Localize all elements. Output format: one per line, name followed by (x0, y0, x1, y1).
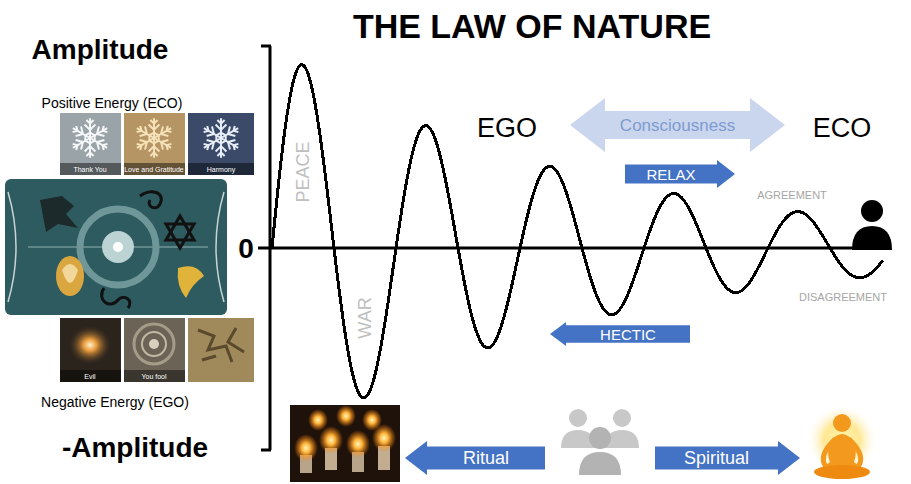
people-group-icon (561, 409, 639, 475)
wave-label: PEACE (294, 141, 312, 202)
people-group-icon-part (589, 427, 611, 449)
person-icon (852, 200, 892, 250)
image-caption: Thank You (73, 166, 106, 173)
axes (258, 46, 882, 450)
wave-label: DISAGREEMENT (799, 292, 887, 303)
person-icon-part (861, 200, 883, 222)
arrow-box: Spiritual (655, 441, 800, 475)
arrow-box: RELAX (625, 160, 735, 188)
candles-photo-part (294, 434, 318, 462)
religion-symbols-panel-part (166, 216, 194, 240)
water-crystal-negative-part (124, 318, 185, 382)
religion-symbols-panel-part (102, 231, 134, 263)
arrow-text: Spiritual (684, 449, 749, 467)
wave-label: AGREEMENT (757, 190, 827, 201)
religion-symbols-panel (5, 179, 227, 315)
water-crystal-positive-part (124, 163, 185, 175)
arrow-text: Ritual (463, 449, 509, 467)
water-crystal-positive (60, 113, 254, 175)
panel-heading: Negative Energy (EGO) (41, 395, 189, 409)
candles-photo-part (308, 409, 328, 431)
arrow-outline (550, 322, 690, 346)
state-label: EGO (477, 115, 537, 142)
axes-part (261, 449, 271, 452)
axis-label: 0 (238, 235, 254, 263)
arrow-text: Consciousness (620, 117, 735, 134)
arrow-box: Consciousness (570, 98, 785, 152)
candles-photo-part (290, 405, 400, 482)
arrow-outline (570, 98, 785, 152)
meditation-figure-part (833, 414, 851, 432)
state-label: ECO (813, 115, 872, 142)
water-crystal-positive-part (201, 118, 241, 158)
panel-heading: Positive Energy (ECO) (42, 96, 183, 110)
water-crystal-positive-part (188, 163, 254, 175)
candles-photo-part (336, 405, 356, 427)
water-crystal-negative-part (198, 328, 244, 362)
religion-symbols-panel-part (102, 288, 130, 308)
meditation-figure-part (850, 440, 861, 467)
meditation-figure-part (822, 434, 862, 468)
people-group-icon-part (579, 452, 621, 475)
religion-symbols-panel-part (5, 179, 227, 315)
water-crystal-positive-part (60, 113, 121, 175)
arrow-box: HECTIC (550, 322, 690, 346)
water-crystal-positive-part (70, 118, 110, 158)
water-crystal-negative-part (142, 332, 166, 356)
candles-photo-part (319, 426, 343, 454)
arrow-outline (405, 441, 545, 475)
candles-photo-part (346, 430, 370, 458)
water-crystal-negative-part (124, 370, 185, 382)
water-crystal-negative-part (60, 370, 121, 382)
image-caption: Evil (84, 373, 95, 380)
arrow-text: HECTIC (600, 327, 656, 342)
diagram-title: THE LAW OF NATURE (353, 9, 711, 43)
water-crystal-positive-part (188, 113, 254, 175)
water-crystal-negative-part (60, 318, 121, 382)
religion-symbols-panel-part (216, 192, 224, 302)
religion-symbols-panel-part (80, 209, 156, 285)
religion-symbols-panel-part (56, 256, 84, 296)
religion-symbols-panel-part (62, 264, 78, 283)
water-crystal-negative (60, 318, 254, 382)
water-crystal-negative-part (188, 318, 254, 382)
meditation-figure-part (823, 440, 834, 467)
axis-label: Amplitude (32, 36, 169, 64)
religion-symbols-panel-part (8, 192, 16, 302)
religion-symbols-panel-part (178, 266, 204, 298)
religion-symbols-panel-part (113, 242, 123, 252)
water-crystal-negative-part (149, 339, 159, 349)
image-caption: Harmony (207, 166, 235, 173)
arrow-outline (625, 160, 735, 188)
water-crystal-negative-part (134, 324, 174, 364)
water-crystal-negative-part (68, 325, 112, 365)
religion-symbols-panel-part (140, 192, 161, 208)
candles-photo-part (362, 409, 382, 431)
image-caption: Love and Gratitude (124, 166, 184, 173)
arrow-outline (655, 441, 800, 475)
water-crystal-positive-part (134, 118, 174, 158)
arrow-text: RELAX (646, 167, 695, 182)
person-icon-part (852, 226, 892, 250)
meditation-figure-part (814, 465, 870, 479)
meditation-figure (806, 404, 878, 479)
people-group-icon-part (613, 409, 631, 427)
water-crystal-positive-part (124, 113, 185, 175)
axes-part (258, 247, 882, 250)
religion-symbols-panel-part (166, 224, 194, 248)
axes-part (261, 45, 271, 48)
damped-wave (272, 65, 883, 398)
wave-label: WAR (356, 297, 374, 338)
people-group-icon-part (569, 409, 587, 427)
arrow-box: Ritual (405, 441, 545, 475)
candles-photo (290, 405, 400, 482)
axis-label: -Amplitude (62, 434, 208, 462)
religion-symbols-panel-part (40, 196, 78, 232)
water-crystal-positive-part (60, 163, 121, 175)
image-caption: You fool (141, 373, 166, 380)
